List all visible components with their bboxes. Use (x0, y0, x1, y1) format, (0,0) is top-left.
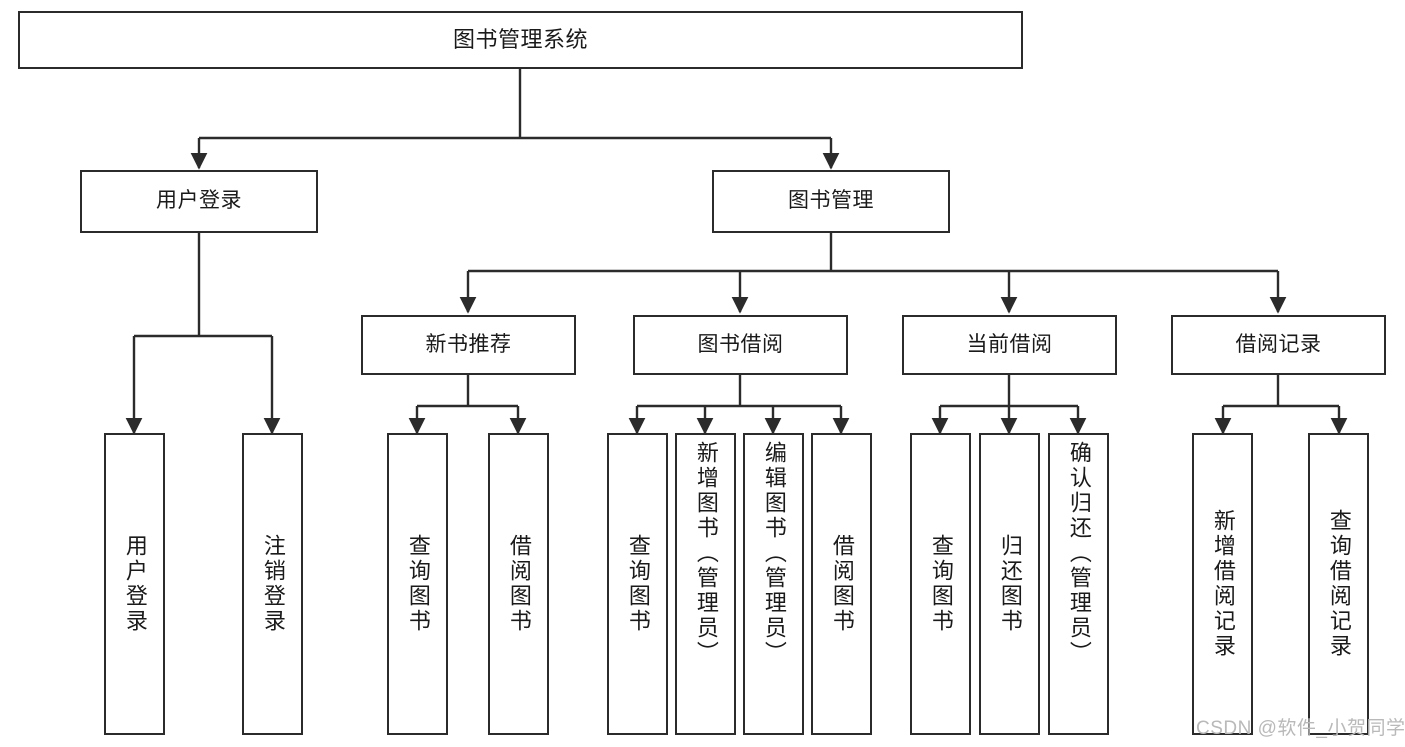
leaf-query-borrow-record[interactable]: 查询借阅记录 (1308, 433, 1369, 735)
node-label: 用户登录 (122, 534, 148, 634)
node-new-book-recommend[interactable]: 新书推荐 (361, 315, 576, 375)
node-label: 新书推荐 (425, 332, 512, 356)
leaf-edit-book-admin[interactable]: 编辑图书（管理员） (743, 433, 804, 735)
leaf-query-book-borrow[interactable]: 查询图书 (607, 433, 668, 735)
leaf-borrow-book-new[interactable]: 借阅图书 (488, 433, 549, 735)
node-label: 确认归还（管理员） (1066, 441, 1092, 666)
node-current-borrow[interactable]: 当前借阅 (902, 315, 1117, 375)
watermark-text: CSDN @软件_小贺同学 (1196, 718, 1405, 739)
leaf-query-book-current[interactable]: 查询图书 (910, 433, 971, 735)
node-book-management[interactable]: 图书管理 (712, 170, 950, 233)
node-label: 当前借阅 (966, 332, 1053, 356)
node-label: 借阅图书 (506, 534, 532, 634)
node-label: 编辑图书（管理员） (761, 441, 787, 666)
leaf-add-borrow-record[interactable]: 新增借阅记录 (1192, 433, 1253, 735)
node-user-login[interactable]: 用户登录 (80, 170, 318, 233)
leaf-add-book-admin[interactable]: 新增图书（管理员） (675, 433, 736, 735)
node-label: 借阅记录 (1235, 332, 1322, 356)
node-label: 新增图书（管理员） (693, 441, 719, 666)
node-label: 注销登录 (260, 534, 286, 634)
node-label: 用户登录 (156, 189, 242, 213)
leaf-query-book-new[interactable]: 查询图书 (387, 433, 448, 735)
node-book-borrow[interactable]: 图书借阅 (633, 315, 848, 375)
node-label: 新增借阅记录 (1210, 509, 1236, 659)
node-label: 归还图书 (997, 534, 1023, 634)
leaf-return-book[interactable]: 归还图书 (979, 433, 1040, 735)
node-label: 查询图书 (405, 534, 431, 634)
leaf-user-login[interactable]: 用户登录 (104, 433, 165, 735)
node-label: 图书管理系统 (452, 27, 588, 53)
node-label: 图书管理 (788, 189, 874, 213)
node-label: 借阅图书 (829, 534, 855, 634)
node-label: 图书借阅 (697, 332, 784, 356)
node-label: 查询图书 (625, 534, 651, 634)
leaf-confirm-return-admin[interactable]: 确认归还（管理员） (1048, 433, 1109, 735)
node-root-book-management-system[interactable]: 图书管理系统 (18, 11, 1023, 69)
node-borrow-record[interactable]: 借阅记录 (1171, 315, 1386, 375)
node-label: 查询借阅记录 (1326, 509, 1352, 659)
node-label: 查询图书 (928, 534, 954, 634)
leaf-logout-login[interactable]: 注销登录 (242, 433, 303, 735)
leaf-borrow-book[interactable]: 借阅图书 (811, 433, 872, 735)
